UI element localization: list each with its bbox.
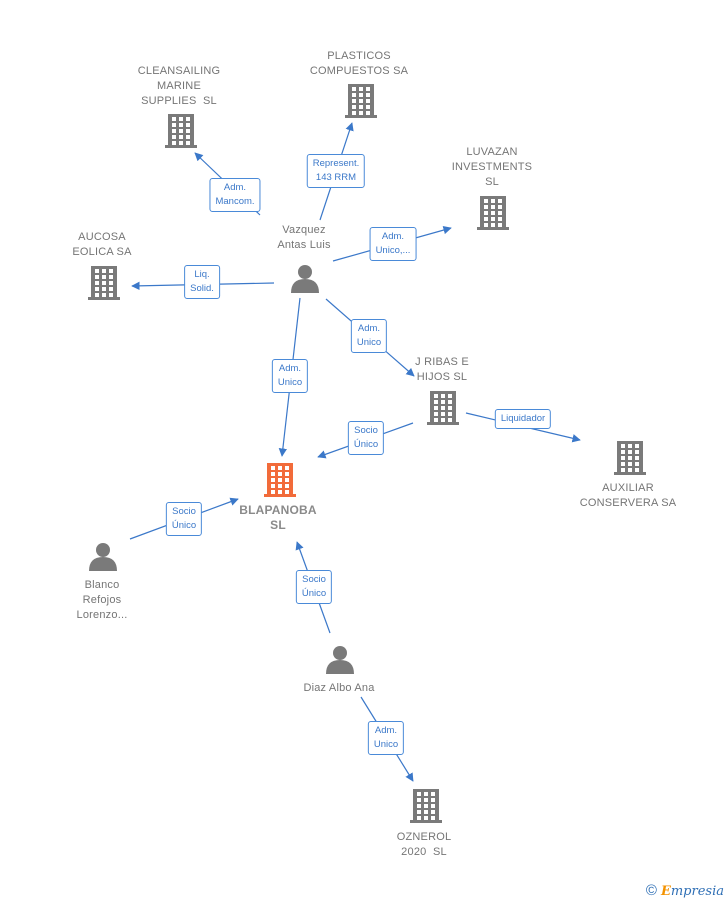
blanco-person-icon[interactable] [89,543,117,571]
aucosa-building-icon[interactable] [88,266,120,300]
diaz-person-icon[interactable] [326,646,354,674]
node-label-vazquez[interactable]: Vazquez Antas Luis [277,224,331,251]
edge-label-diaz-to-oznerol[interactable]: Adm. Unico [367,721,405,755]
edge-label-vazquez-to-plasticos[interactable]: Represent. 143 RRM [306,154,366,188]
node-label-oznerol[interactable]: OZNEROL 2020 SL [396,831,452,858]
edge-label-vazquez-to-jribas[interactable]: Adm. Unico [350,319,388,353]
icons-layer [88,84,646,823]
brand-logo-text: mpresia [670,883,724,899]
node-label-luvazan[interactable]: LUVAZAN INVESTMENTS SL [451,146,533,188]
edge-label-jribas-to-blapanoba[interactable]: Socio Único [347,421,385,455]
edge-label-jribas-to-auxiliar[interactable]: Liquidador [494,409,552,429]
node-label-cleansailing[interactable]: CLEANSAILING MARINE SUPPLIES SL [137,65,221,107]
vazquez-person-icon[interactable] [291,265,319,293]
edge-label-vazquez-to-cleansailing[interactable]: Adm. Mancom. [209,178,261,212]
cleansailing-building-icon[interactable] [165,114,197,148]
edge-label-vazquez-to-aucosa[interactable]: Liq. Solid. [184,265,220,299]
plasticos-building-icon[interactable] [345,84,377,118]
footer-brand[interactable]: © Empresia [646,882,724,899]
edge-label-vazquez-to-blapanoba[interactable]: Adm. Unico [271,359,309,393]
blapanoba-building-icon[interactable] [264,463,296,497]
node-label-auxiliar[interactable]: AUXILIAR CONSERVERA SA [579,482,677,509]
node-label-diaz[interactable]: Diaz Albo Ana [303,682,375,694]
node-label-plasticos[interactable]: PLASTICOS COMPUESTOS SA [309,50,409,77]
jribas-building-icon[interactable] [427,391,459,425]
edge-label-blanco-to-blapanoba[interactable]: Socio Único [165,502,203,536]
brand-logo-initial: E [660,883,671,899]
node-label-blanco[interactable]: Blanco Refojos Lorenzo... [76,579,128,621]
edge-label-diaz-to-blapanoba[interactable]: Socio Único [295,570,333,604]
node-label-blapanoba[interactable]: BLAPANOBA SL [239,503,317,532]
node-label-aucosa[interactable]: AUCOSA EOLICA SA [72,231,132,258]
copyright-icon: © [645,882,657,899]
oznerol-building-icon[interactable] [410,789,442,823]
auxiliar-building-icon[interactable] [614,441,646,475]
node-label-jribas[interactable]: J RIBAS E HIJOS SL [415,356,469,383]
edge-label-vazquez-to-luvazan[interactable]: Adm. Unico,... [369,227,417,261]
luvazan-building-icon[interactable] [477,196,509,230]
